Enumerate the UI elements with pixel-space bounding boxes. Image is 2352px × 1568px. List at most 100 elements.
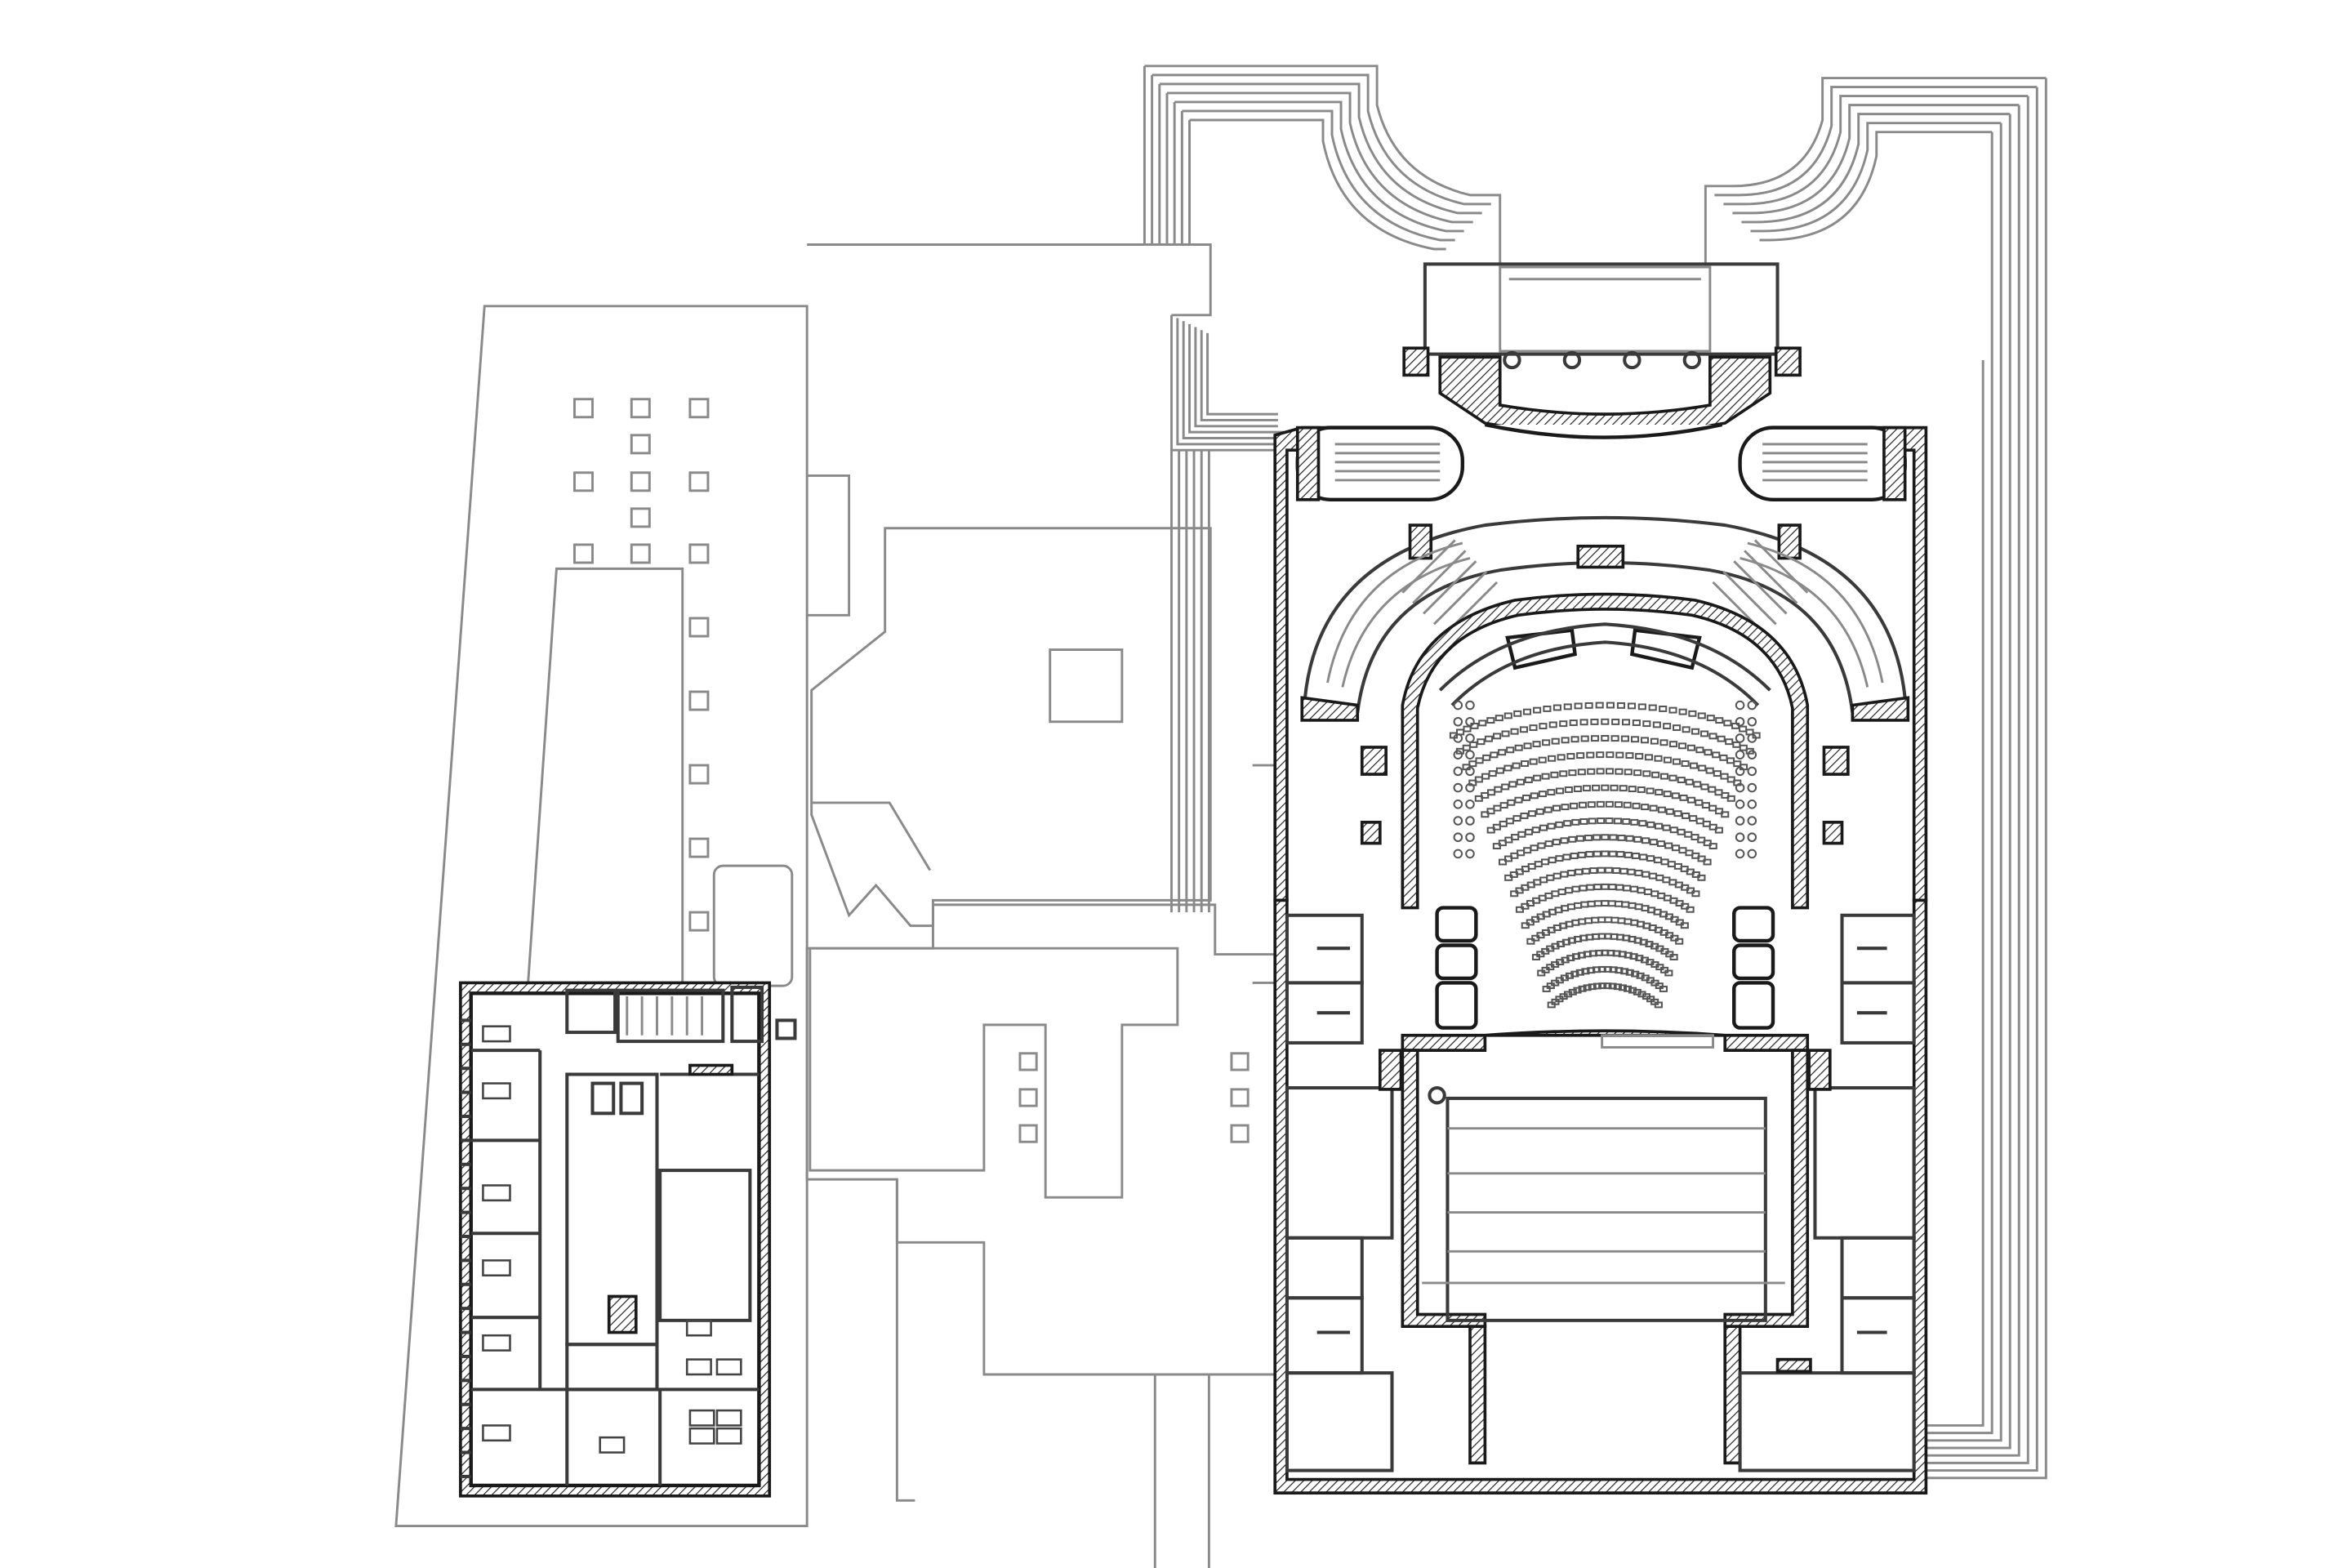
- seat: [1695, 746, 1704, 754]
- seat: [1503, 712, 1512, 719]
- seat: [1563, 703, 1572, 710]
- seat: [1708, 786, 1717, 793]
- seat: [1555, 821, 1564, 828]
- seat: [1568, 769, 1577, 777]
- seat: [1735, 816, 1745, 826]
- seat: [1624, 851, 1633, 858]
- seat: [1590, 735, 1600, 742]
- curved-stair-right: [1712, 539, 1884, 688]
- seat: [1646, 855, 1655, 862]
- seat: [1708, 733, 1717, 740]
- seat: [1515, 906, 1525, 913]
- seat: [1604, 866, 1613, 874]
- seat: [1591, 916, 1600, 924]
- seat: [1605, 800, 1614, 808]
- seat: [1616, 851, 1625, 858]
- seat: [1493, 733, 1502, 740]
- seat: [1630, 736, 1640, 743]
- auditorium-seating: [1449, 700, 1761, 1009]
- seat: [1580, 735, 1589, 742]
- seat: [1664, 969, 1673, 977]
- seat: [1552, 804, 1561, 812]
- seat: [1589, 867, 1598, 874]
- seat: [1627, 702, 1637, 710]
- seat: [1557, 889, 1566, 896]
- seat: [1680, 922, 1689, 929]
- seat: [1548, 755, 1557, 762]
- seat: [1597, 965, 1606, 973]
- seat: [1624, 918, 1633, 925]
- seat: [1620, 735, 1629, 742]
- seat: [1559, 720, 1568, 728]
- office-annex: [459, 981, 797, 1498]
- seat: [1665, 808, 1674, 815]
- seat: [1516, 778, 1525, 786]
- seat: [1588, 817, 1597, 825]
- seat: [1612, 867, 1621, 874]
- seat: [1578, 801, 1587, 808]
- seat: [1519, 726, 1528, 733]
- seat: [1523, 847, 1532, 854]
- seat: [1660, 858, 1669, 866]
- seat: [1747, 733, 1757, 743]
- seat: [1735, 782, 1745, 793]
- seat: [1542, 739, 1551, 746]
- seat: [1712, 751, 1721, 759]
- seat: [1655, 822, 1664, 830]
- seat: [1618, 951, 1627, 958]
- seat: [1610, 784, 1619, 791]
- seat: [1560, 871, 1569, 878]
- seat: [1490, 751, 1499, 759]
- seat: [1631, 853, 1641, 859]
- seat: [1546, 874, 1555, 881]
- seat: [1747, 766, 1757, 777]
- seat: [1725, 738, 1734, 746]
- seat: [1453, 782, 1463, 793]
- seat: [1482, 754, 1491, 761]
- desk: [715, 1358, 742, 1376]
- stage: [1401, 1034, 1810, 1465]
- seat: [1688, 710, 1697, 717]
- seat: [1566, 753, 1575, 760]
- seat: [1650, 737, 1659, 745]
- seat: [1632, 802, 1641, 809]
- seat: [1486, 808, 1495, 815]
- seat: [1550, 771, 1559, 778]
- seat: [1523, 742, 1532, 750]
- seat: [1628, 902, 1637, 909]
- seat: [1494, 786, 1503, 793]
- seat: [1642, 720, 1651, 728]
- seat: [1522, 794, 1531, 801]
- seat: [1609, 834, 1618, 841]
- seat: [1617, 835, 1626, 841]
- seat: [1484, 735, 1494, 742]
- seat: [1453, 766, 1463, 777]
- seat: [1601, 784, 1610, 791]
- seat: [1498, 749, 1507, 756]
- seat: [1608, 982, 1617, 990]
- seat: [1618, 984, 1628, 991]
- seat: [1505, 817, 1514, 825]
- seat: [1662, 824, 1671, 831]
- seat: [1637, 786, 1646, 793]
- seat: [1654, 755, 1663, 762]
- seat: [1639, 853, 1648, 861]
- seat: [1726, 795, 1735, 802]
- seat: [1623, 985, 1633, 992]
- seat: [1585, 851, 1594, 858]
- seat: [1667, 861, 1676, 868]
- seat: [1577, 851, 1586, 858]
- seat: [1596, 800, 1605, 808]
- seat: [1529, 758, 1538, 765]
- seat: [1603, 965, 1612, 973]
- seat: [1668, 774, 1677, 782]
- seat: [1747, 782, 1757, 793]
- seat: [1655, 789, 1664, 796]
- seat: [1735, 700, 1745, 710]
- seat: [1453, 750, 1463, 760]
- theatre-building: [1273, 262, 1928, 1494]
- desk: [482, 1424, 511, 1442]
- seat: [1733, 760, 1742, 768]
- seat: [1503, 764, 1512, 772]
- seat: [1579, 817, 1588, 825]
